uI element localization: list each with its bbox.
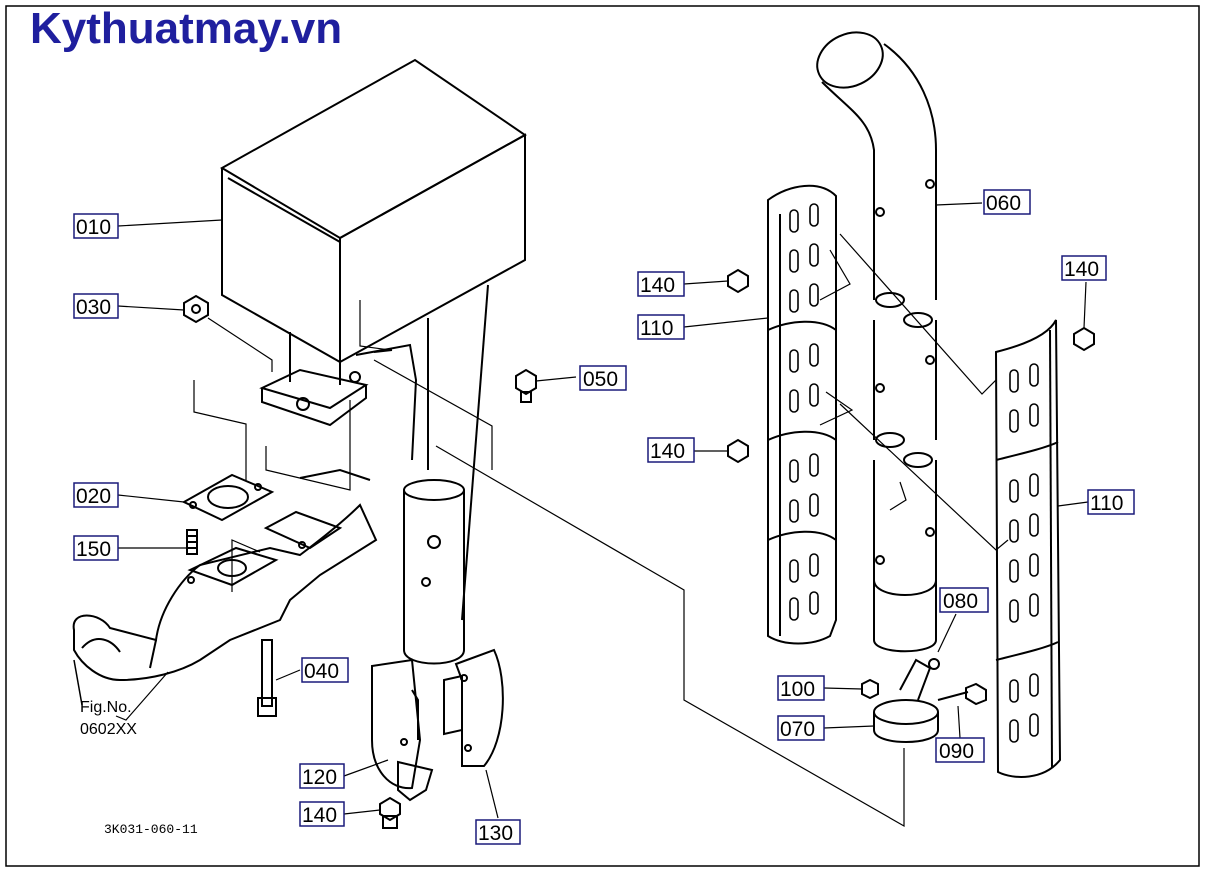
svg-text:140: 140 — [1064, 258, 1099, 281]
lower-cover-right-drawing — [443, 648, 504, 767]
brand-watermark: Kythuatmay.vn — [30, 4, 343, 53]
callout-bolt[interactable]: 050 — [579, 365, 627, 391]
svg-text:050: 050 — [583, 368, 618, 391]
svg-text:100: 100 — [780, 678, 815, 701]
callout-muffler-box[interactable]: 010 — [73, 213, 119, 239]
svg-text:070: 070 — [780, 718, 815, 741]
callout-gasket[interactable]: 020 — [73, 482, 119, 508]
svg-text:130: 130 — [478, 822, 513, 845]
figure-reference-number: 0602XX — [80, 721, 137, 738]
callout-pipe-cover-left[interactable]: 110 — [637, 314, 685, 340]
svg-text:060: 060 — [986, 192, 1021, 215]
svg-text:090: 090 — [939, 740, 974, 763]
lower-cover-left-drawing — [371, 658, 434, 802]
svg-text:030: 030 — [76, 296, 111, 319]
stud-drawing — [186, 529, 198, 555]
callout-cover-bolt-mid-left[interactable]: 140 — [647, 437, 695, 463]
callout-cover-lower-left[interactable]: 120 — [299, 763, 345, 789]
callouts: 010 030 050 020 150 040 120 140 — [73, 189, 1135, 845]
callout-clamp-bolt[interactable]: 090 — [935, 737, 985, 763]
cover-bolts-drawing — [727, 268, 1095, 464]
svg-text:080: 080 — [943, 590, 978, 613]
manifold-drawing — [72, 468, 378, 706]
callout-tail-pipe[interactable]: 060 — [983, 189, 1031, 215]
page-frame — [5, 5, 1200, 867]
callout-clamp[interactable]: 070 — [777, 715, 825, 741]
bottom-bolt-drawing — [379, 796, 401, 829]
clamp-nut-drawing — [861, 678, 879, 700]
svg-text:120: 120 — [302, 766, 337, 789]
gasket-drawing — [181, 473, 275, 522]
tail-pipe-drawing — [816, 31, 937, 653]
left-cover-slots — [789, 203, 819, 621]
right-cover-drawing — [994, 319, 1062, 778]
lower-pipe-drawing — [403, 479, 465, 665]
figure-reference-label: Fig.No. — [80, 699, 132, 716]
svg-text:040: 040 — [304, 660, 339, 683]
left-cover-drawing — [767, 184, 837, 645]
callout-stud[interactable]: 150 — [73, 535, 119, 561]
stud-bolt-drawing — [257, 639, 277, 717]
svg-text:150: 150 — [76, 538, 111, 561]
svg-text:010: 010 — [76, 216, 111, 239]
callout-stud-bolt[interactable]: 040 — [301, 657, 349, 683]
right-cover-slots — [1009, 363, 1039, 743]
svg-text:020: 020 — [76, 485, 111, 508]
svg-text:110: 110 — [640, 317, 673, 340]
callout-bracket[interactable]: 080 — [939, 587, 989, 613]
muffler-box-drawing — [219, 58, 527, 621]
nut-drawing — [183, 294, 209, 324]
svg-text:140: 140 — [640, 274, 675, 297]
svg-text:140: 140 — [302, 804, 337, 827]
callout-nut[interactable]: 030 — [73, 293, 119, 319]
assembly-lines — [115, 202, 1089, 828]
clamp-drawing — [873, 658, 940, 743]
callout-cover-bolt-top-left[interactable]: 140 — [637, 271, 685, 297]
callout-cover-lower-right[interactable]: 130 — [475, 819, 521, 845]
bolt-drawing — [515, 368, 537, 403]
callout-clamp-nut[interactable]: 100 — [777, 675, 825, 701]
callout-pipe-cover-right[interactable]: 110 — [1087, 489, 1135, 515]
drawing-code: 3K031-060-11 — [104, 822, 198, 837]
callout-cover-bolt-bottom[interactable]: 140 — [299, 801, 345, 827]
svg-text:110: 110 — [1090, 492, 1123, 515]
callout-cover-bolt-right[interactable]: 140 — [1061, 255, 1107, 281]
figure-reference: Fig.No. 0602XX — [80, 697, 137, 741]
svg-text:140: 140 — [650, 440, 685, 463]
clamp-bolt-drawing — [937, 682, 987, 706]
